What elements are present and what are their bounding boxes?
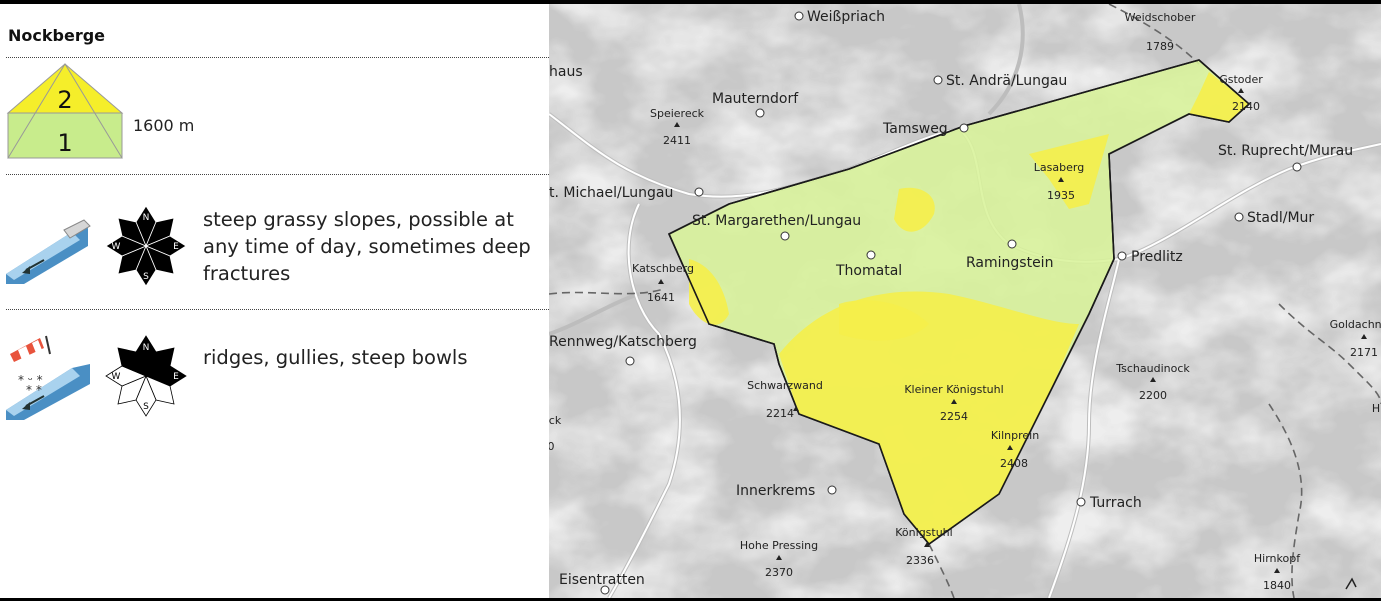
- place-label: Thomatal: [835, 263, 902, 279]
- svg-text:2254: 2254: [940, 410, 968, 423]
- svg-text:Katschberg: Katschberg: [632, 262, 694, 275]
- svg-text:2408: 2408: [1000, 457, 1028, 470]
- top-border: [0, 0, 1381, 4]
- place-label: haus: [549, 64, 583, 80]
- svg-text:S: S: [143, 272, 149, 282]
- place-label: Predlitz: [1131, 249, 1183, 265]
- svg-text:* *: * *: [26, 383, 42, 397]
- svg-text:N: N: [143, 213, 150, 223]
- problem-description: steep grassy slopes, possible at any tim…: [203, 208, 531, 285]
- wind-slab-icon: * ᵕ * * *: [6, 335, 90, 420]
- svg-text:Speiereck: Speiereck: [650, 107, 705, 120]
- elevation-threshold: 1600 m: [133, 116, 195, 135]
- problem-description: ridges, gullies, steep bowls: [203, 346, 468, 369]
- svg-text:1641: 1641: [647, 291, 675, 304]
- place-label: Eisentratten: [559, 572, 645, 588]
- svg-text:1840: 1840: [1263, 579, 1291, 592]
- svg-text:H: H: [1372, 402, 1380, 415]
- bottom-border: [0, 598, 1381, 601]
- svg-text:1789: 1789: [1146, 40, 1174, 53]
- svg-text:2336: 2336: [906, 554, 934, 567]
- svg-text:S: S: [143, 402, 149, 412]
- region-title: Nockberge: [8, 26, 106, 45]
- aspect-compass-icon: N E S W: [105, 335, 187, 417]
- svg-text:Königstuhl: Königstuhl: [895, 526, 952, 539]
- place-label: t. Michael/Lungau: [549, 185, 673, 201]
- svg-text:ck: ck: [549, 414, 562, 427]
- svg-text:2140: 2140: [1232, 100, 1260, 113]
- svg-text:N: N: [143, 343, 150, 353]
- svg-text:Hohe Pressing: Hohe Pressing: [740, 539, 818, 552]
- svg-text:E: E: [173, 372, 179, 382]
- svg-text:Kilnprein: Kilnprein: [991, 429, 1039, 442]
- place-label: Rennweg/Katschberg: [549, 334, 697, 350]
- place-label: Turrach: [1089, 495, 1142, 511]
- svg-text:* ᵕ *: * ᵕ *: [18, 373, 43, 387]
- place-label: Stadl/Mur: [1247, 210, 1314, 226]
- svg-text:Gstoder: Gstoder: [1219, 73, 1263, 86]
- place-label: Innerkrems: [736, 483, 815, 499]
- place-label: Mauterndorf: [712, 91, 799, 107]
- svg-text:E: E: [173, 242, 179, 252]
- svg-text:2411: 2411: [663, 134, 691, 147]
- danger-legend-panel: Nockberge 2 1 1600 m N E S W s: [0, 4, 549, 598]
- dotted-divider: [6, 57, 549, 58]
- svg-text:Goldachno: Goldachno: [1330, 318, 1381, 331]
- svg-text:W: W: [112, 372, 121, 382]
- gliding-snow-icon: [6, 219, 91, 284]
- svg-text:2200: 2200: [1139, 389, 1167, 402]
- terrain-map[interactable]: Weißpriach St. Andrä/Lungau Mauterndorf …: [549, 4, 1381, 598]
- svg-text:1935: 1935: [1047, 189, 1075, 202]
- svg-text:Weidschober: Weidschober: [1125, 11, 1196, 24]
- svg-text:Hirnkopf: Hirnkopf: [1254, 552, 1301, 565]
- place-label: St. Margarethen/Lungau: [692, 213, 861, 229]
- north-arrow-icon: [1345, 577, 1357, 590]
- svg-text:2214: 2214: [766, 407, 794, 420]
- upper-danger-level: 2: [57, 86, 72, 114]
- svg-text:2171: 2171: [1350, 346, 1378, 359]
- place-label: St. Andrä/Lungau: [946, 73, 1067, 89]
- dotted-divider: [6, 174, 549, 175]
- place-label: St. Ruprecht/Murau: [1218, 143, 1353, 159]
- svg-text:W: W: [112, 242, 121, 252]
- svg-text:Lasaberg: Lasaberg: [1034, 161, 1084, 174]
- svg-text:Schwarzwand: Schwarzwand: [747, 379, 823, 392]
- lower-danger-level: 1: [57, 129, 72, 157]
- dotted-divider: [6, 309, 549, 310]
- svg-text:2370: 2370: [765, 566, 793, 579]
- svg-text:Kleiner Königstuhl: Kleiner Königstuhl: [904, 383, 1003, 396]
- aspect-compass-icon: N E S W: [105, 205, 187, 287]
- svg-text:0: 0: [549, 440, 555, 453]
- place-label: Tamsweg: [882, 121, 948, 137]
- place-label: Ramingstein: [966, 255, 1053, 271]
- place-label: Weißpriach: [807, 9, 885, 25]
- elevation-danger-icon: 2 1: [6, 63, 124, 159]
- svg-text:Tschaudinock: Tschaudinock: [1115, 362, 1190, 375]
